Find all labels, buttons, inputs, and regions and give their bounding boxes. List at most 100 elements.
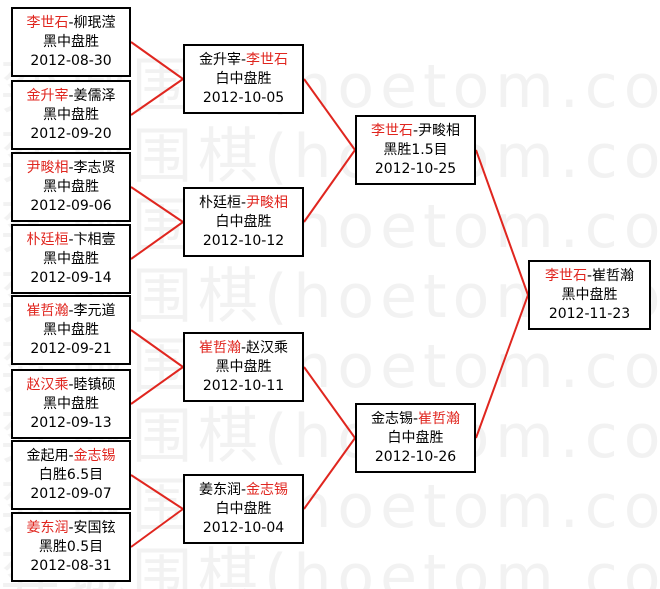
player-separator: - [68,88,74,104]
player-separator: - [240,340,247,356]
match-date: 2012-10-11 [202,378,285,394]
player-loser: 金志锡 [370,411,413,427]
match-date: 2012-09-07 [30,486,112,502]
match-result: 黑中盘胜 [43,251,99,267]
connector-line [130,329,184,368]
player-winner: 金志锡 [246,482,289,498]
match-box-r2-1: 金升宰-李世石 白中盘胜 2012-10-05 [183,44,304,114]
player-separator: - [412,123,419,139]
match-result: 黑中盘胜 [43,396,99,412]
player-loser: 尹畯相 [418,123,461,139]
player-loser: 柳珉滢 [73,15,116,31]
match-result: 白胜6.5目 [38,467,104,483]
player-winner: 赵汉乘 [26,377,69,393]
match-result: 白中盘胜 [215,501,272,517]
match-box-final: 李世石-崔哲瀚 黑中盘胜 2012-11-23 [528,260,651,330]
player-loser: 朴廷桓 [198,195,241,211]
match-date: 2012-10-26 [374,449,457,465]
match-players: 崔哲瀚-赵汉乘 [185,339,302,358]
player-loser: 金升宰 [198,52,241,68]
match-result: 黑中盘胜 [43,107,99,123]
match-box-r1-5: 崔哲瀚-李元道 黑中盘胜 2012-09-21 [11,295,131,365]
match-box-r1-1: 李世石-柳珉滢 黑中盘胜 2012-08-30 [11,7,131,77]
match-players: 朴廷桓-卞相壹 [13,231,129,250]
connector-line [130,186,184,223]
match-box-r3-2: 金志锡-崔哲瀚 白中盘胜 2012-10-26 [355,403,476,473]
match-result: 黑中盘胜 [561,287,618,303]
player-separator: - [68,232,74,248]
match-date: 2012-09-21 [30,341,112,357]
match-box-r2-2: 朴廷桓-尹畯相 白中盘胜 2012-10-12 [183,187,304,257]
match-players: 赵汉乘-睦镇硕 [13,376,129,395]
match-date: 2012-08-31 [30,558,112,574]
match-result: 黑中盘胜 [43,34,99,50]
connector-line [130,41,184,80]
match-result: 黑中盘胜 [43,179,99,195]
connector-line [303,78,356,151]
match-players: 崔哲瀚-李元道 [13,302,129,321]
match-box-r1-2: 金升宰-姜儒泽 黑中盘胜 2012-09-20 [11,80,131,150]
player-separator: - [240,52,247,68]
connector-line [130,78,184,116]
match-date: 2012-10-04 [202,520,285,536]
match-result: 白中盘胜 [215,71,272,87]
match-players: 李世石-崔哲瀚 [530,267,649,286]
player-loser: 李志贤 [73,160,116,176]
player-separator: - [68,303,74,319]
player-winner: 尹畯相 [246,195,289,211]
match-box-r2-4: 姜东润-金志锡 白中盘胜 2012-10-04 [183,474,304,544]
connector-line [475,294,529,439]
match-result: 黑中盘胜 [215,359,272,375]
player-separator: - [68,160,74,176]
match-box-r2-3: 崔哲瀚-赵汉乘 黑中盘胜 2012-10-11 [183,332,304,402]
match-date: 2012-10-05 [202,90,285,106]
match-date: 2012-10-12 [202,233,285,249]
player-separator: - [240,195,247,211]
player-winner: 金升宰 [26,88,69,104]
connector-line [130,221,184,260]
player-separator: - [68,520,74,536]
match-players: 金起用-金志锡 [13,447,129,466]
connector-line [303,437,356,510]
player-loser: 安国铉 [73,520,116,536]
match-date: 2012-09-20 [30,126,112,142]
match-box-r1-4: 朴廷桓-卞相壹 黑中盘胜 2012-09-14 [11,224,131,294]
connector-line [303,149,356,223]
match-result: 黑胜0.5目 [38,539,104,555]
player-winner: 朴廷桓 [26,232,69,248]
match-players: 尹畯相-李志贤 [13,159,129,178]
player-loser: 李元道 [73,303,116,319]
player-loser: 赵汉乘 [246,340,289,356]
player-winner: 尹畯相 [26,160,69,176]
player-loser: 姜儒泽 [73,88,116,104]
player-winner: 李世石 [370,123,413,139]
match-players: 李世石-尹畯相 [357,122,474,141]
match-players: 金升宰-李世石 [185,51,302,70]
match-result: 黑胜1.5目 [383,142,448,158]
player-separator: - [240,482,247,498]
connector-line [130,366,184,405]
player-winner: 金志锡 [73,448,116,464]
match-players: 朴廷桓-尹畯相 [185,194,302,213]
match-players: 李世石-柳珉滢 [13,14,129,33]
match-date: 2012-10-25 [374,161,457,177]
player-winner: 崔哲瀚 [26,303,69,319]
match-date: 2012-09-14 [30,270,112,286]
connector-line [130,474,184,510]
match-date: 2012-08-30 [30,53,112,69]
player-winner: 李世石 [26,15,69,31]
player-loser: 睦镇硕 [73,377,116,393]
match-result: 白中盘胜 [387,430,444,446]
player-loser: 崔哲瀚 [592,268,635,284]
match-result: 白中盘胜 [215,214,272,230]
match-box-r1-7: 金起用-金志锡 白胜6.5目 2012-09-07 [11,440,131,510]
player-winner: 崔哲瀚 [198,340,241,356]
connector-line [130,508,184,548]
player-separator: - [412,411,419,427]
match-players: 金升宰-姜儒泽 [13,87,129,106]
player-winner: 姜东润 [26,520,69,536]
player-winner: 李世石 [246,52,289,68]
player-separator: - [68,15,74,31]
